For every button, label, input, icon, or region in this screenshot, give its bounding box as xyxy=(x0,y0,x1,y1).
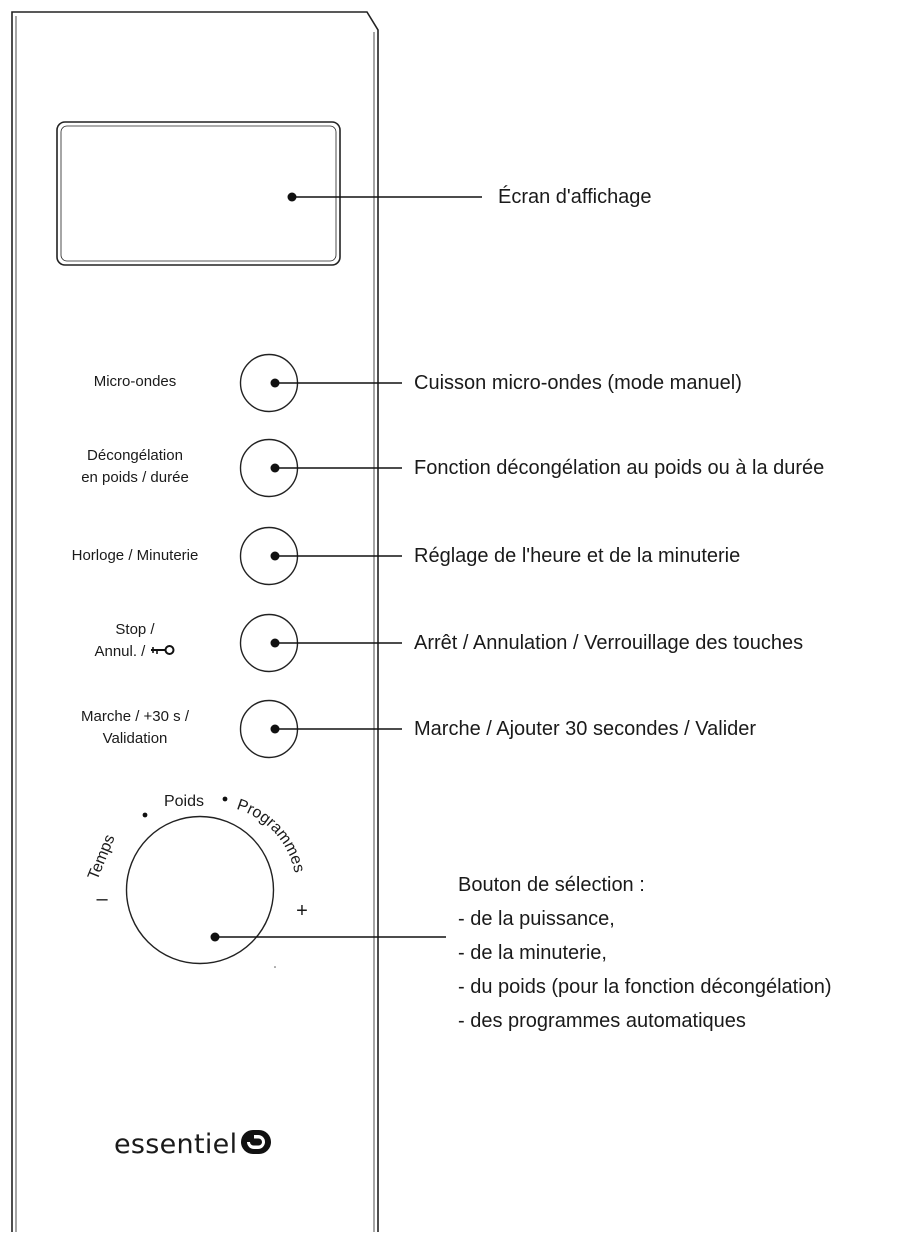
callout-horloge: Réglage de l'heure et de la minuterie xyxy=(414,545,741,567)
display-screen xyxy=(56,121,341,266)
label-line: Horloge / Minuterie xyxy=(71,547,199,564)
knob-dot-right xyxy=(222,796,228,802)
knob-label-plus: + xyxy=(296,900,308,922)
label-line: en poids / durée xyxy=(81,469,189,486)
selector-item: - de la minuterie, xyxy=(458,942,607,964)
display-screen-inner xyxy=(60,125,337,262)
button-label-stop: Stop / Annul. / xyxy=(40,619,230,663)
callout-decongelation: Fonction décongélation au poids ou à la … xyxy=(414,457,825,479)
brand-logo: essentiel xyxy=(114,1129,272,1162)
key-lock-icon xyxy=(150,641,176,663)
label-line-text: Annul. / xyxy=(94,643,146,660)
callout-stop: Arrêt / Annulation / Verrouillage des to… xyxy=(414,632,804,654)
button-label-decongelation: Décongélation en poids / durée xyxy=(40,445,230,489)
button-label-marche: Marche / +30 s / Validation xyxy=(40,706,230,750)
callout-micro-ondes: Cuisson micro-ondes (mode manuel) xyxy=(414,372,742,394)
selection-knob-shape xyxy=(125,796,446,968)
label-line: Stop / xyxy=(115,621,155,638)
selector-callout-title: Bouton de sélection : xyxy=(458,874,645,896)
button-horloge-shape xyxy=(239,526,402,586)
selector-item: - des programmes automatiques xyxy=(458,1010,746,1032)
knob-dot-left xyxy=(142,812,148,818)
knob-label-programmes: Programmes xyxy=(235,797,308,875)
label-line: Annul. / xyxy=(40,641,230,663)
knob-label-minus: – xyxy=(96,888,108,910)
label-line: Décongélation xyxy=(87,447,183,464)
knob-label-poids: Poids xyxy=(164,793,204,810)
button-label-micro-ondes: Micro-ondes xyxy=(40,371,230,393)
button-marche-shape xyxy=(239,699,402,759)
knob-label-temps: Temps xyxy=(85,832,118,882)
essentiel-b-logo-icon xyxy=(240,1129,272,1162)
selector-item: - du poids (pour la fonction décongélati… xyxy=(458,976,832,998)
callout-marche: Marche / Ajouter 30 secondes / Valider xyxy=(414,718,757,740)
knob-tick xyxy=(274,966,276,968)
brand-name: essentiel xyxy=(114,1129,238,1160)
panel-outline xyxy=(11,11,379,1232)
label-line: Micro-ondes xyxy=(93,373,177,390)
button-micro-ondes-shape xyxy=(239,353,402,413)
selector-item: - de la puissance, xyxy=(458,908,615,930)
button-label-horloge: Horloge / Minuterie xyxy=(40,545,230,567)
button-stop-shape xyxy=(239,613,402,673)
label-line: Validation xyxy=(102,730,168,747)
selector-callout: Bouton de sélection : - de la puissance,… xyxy=(458,868,832,1038)
label-line: Marche / +30 s / xyxy=(81,708,189,725)
button-decongelation-shape xyxy=(239,438,402,498)
display-callout: Écran d'affichage xyxy=(498,186,652,208)
